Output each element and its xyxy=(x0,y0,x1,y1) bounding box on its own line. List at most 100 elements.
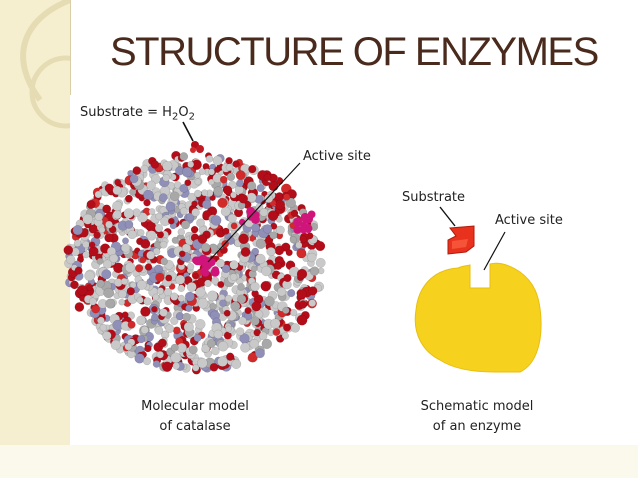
atom-sphere xyxy=(193,171,201,179)
schematic-model-caption: Schematic model of an enzyme xyxy=(412,397,542,437)
atom-sphere xyxy=(232,160,240,168)
atom-sphere xyxy=(230,222,238,230)
atom-sphere xyxy=(143,198,151,207)
atom-sphere xyxy=(88,224,98,234)
atom-sphere xyxy=(179,207,188,216)
atom-sphere xyxy=(261,265,272,277)
atom-sphere xyxy=(287,289,296,298)
atom-sphere xyxy=(272,328,281,336)
atom-sphere xyxy=(184,291,195,302)
atom-sphere xyxy=(244,307,252,315)
atom-sphere xyxy=(139,256,147,264)
atom-sphere xyxy=(142,357,152,366)
atom-sphere xyxy=(225,163,234,172)
atom-sphere xyxy=(127,320,136,329)
atom-sphere xyxy=(112,185,122,196)
atom-sphere xyxy=(250,316,260,326)
atom-sphere xyxy=(154,326,164,335)
atom-sphere xyxy=(112,200,123,212)
atom-sphere xyxy=(208,168,215,176)
atom-sphere xyxy=(124,262,136,273)
atom-sphere xyxy=(70,280,79,290)
atom-sphere xyxy=(269,231,278,240)
atom-sphere xyxy=(251,301,262,312)
atom-sphere xyxy=(157,338,167,348)
atom-sphere xyxy=(86,199,96,209)
atom-sphere xyxy=(251,223,261,233)
atom-sphere xyxy=(221,264,231,274)
active-site-atom xyxy=(196,258,204,266)
atom-sphere xyxy=(315,257,326,268)
atom-sphere xyxy=(108,225,117,234)
atom-sphere xyxy=(63,245,74,255)
atom-sphere xyxy=(156,231,165,239)
atom-sphere xyxy=(120,277,128,285)
atom-sphere xyxy=(172,362,180,370)
atom-sphere xyxy=(260,280,272,292)
atom-sphere xyxy=(290,309,298,317)
active-site-atom xyxy=(202,256,212,266)
atom-sphere xyxy=(120,243,131,253)
corner-swirl-decoration xyxy=(20,0,70,129)
atom-sphere xyxy=(250,281,260,292)
atom-sphere xyxy=(224,294,233,303)
atom-sphere xyxy=(124,342,133,351)
atom-sphere xyxy=(201,189,209,197)
molecular-active-site-label: Active site xyxy=(303,149,371,164)
atom-sphere xyxy=(121,311,129,319)
atom-sphere xyxy=(158,193,168,202)
atom-sphere xyxy=(238,194,249,204)
atom-sphere xyxy=(197,357,208,369)
atom-sphere xyxy=(307,252,317,263)
atom-sphere xyxy=(296,248,307,259)
atom-sphere xyxy=(185,304,193,312)
atom-sphere xyxy=(229,273,238,281)
atom-sphere xyxy=(266,246,276,257)
atom-sphere xyxy=(151,306,158,313)
atom-sphere xyxy=(165,201,176,212)
atom-sphere xyxy=(281,332,289,340)
atom-sphere xyxy=(170,292,179,301)
atom-sphere xyxy=(208,178,215,186)
atom-sphere xyxy=(226,352,235,361)
atom-sphere xyxy=(72,224,83,236)
atom-sphere xyxy=(230,191,237,199)
atom-sphere xyxy=(177,284,186,293)
atom-sphere xyxy=(140,325,149,334)
atom-sphere xyxy=(155,272,165,282)
atom-sphere xyxy=(201,199,212,210)
atom-sphere xyxy=(264,296,275,307)
atom-sphere xyxy=(109,253,119,263)
atom-sphere xyxy=(146,180,156,191)
atom-sphere xyxy=(295,241,303,249)
atom-sphere xyxy=(172,326,181,335)
molecular-model-caption: Molecular model of catalase xyxy=(130,397,260,437)
atom-sphere xyxy=(98,226,106,234)
atom-sphere xyxy=(263,173,272,182)
atom-sphere xyxy=(91,304,101,314)
atom-sphere xyxy=(226,172,236,182)
atom-sphere xyxy=(205,154,214,163)
atom-sphere xyxy=(173,181,182,189)
atom-sphere xyxy=(229,260,239,270)
atom-sphere xyxy=(102,330,112,341)
atom-sphere xyxy=(73,239,82,248)
atom-sphere xyxy=(134,264,144,273)
atom-sphere xyxy=(136,279,147,290)
active-site-atom xyxy=(251,211,260,220)
atom-sphere xyxy=(213,329,223,339)
schematic-substrate-label: Substrate xyxy=(402,190,466,205)
atom-sphere xyxy=(84,270,95,282)
atom-sphere xyxy=(255,348,265,359)
atom-sphere xyxy=(165,324,175,334)
molecular-caption-line1: Molecular model xyxy=(141,399,249,414)
atom-sphere xyxy=(123,208,134,219)
atom-sphere xyxy=(192,272,199,279)
atom-sphere xyxy=(132,208,141,217)
atom-sphere xyxy=(118,298,126,306)
atom-sphere xyxy=(253,328,261,337)
atom-sphere xyxy=(179,152,189,161)
atom-sphere xyxy=(296,268,308,280)
atom-sphere xyxy=(155,212,163,221)
atom-sphere xyxy=(240,342,251,353)
